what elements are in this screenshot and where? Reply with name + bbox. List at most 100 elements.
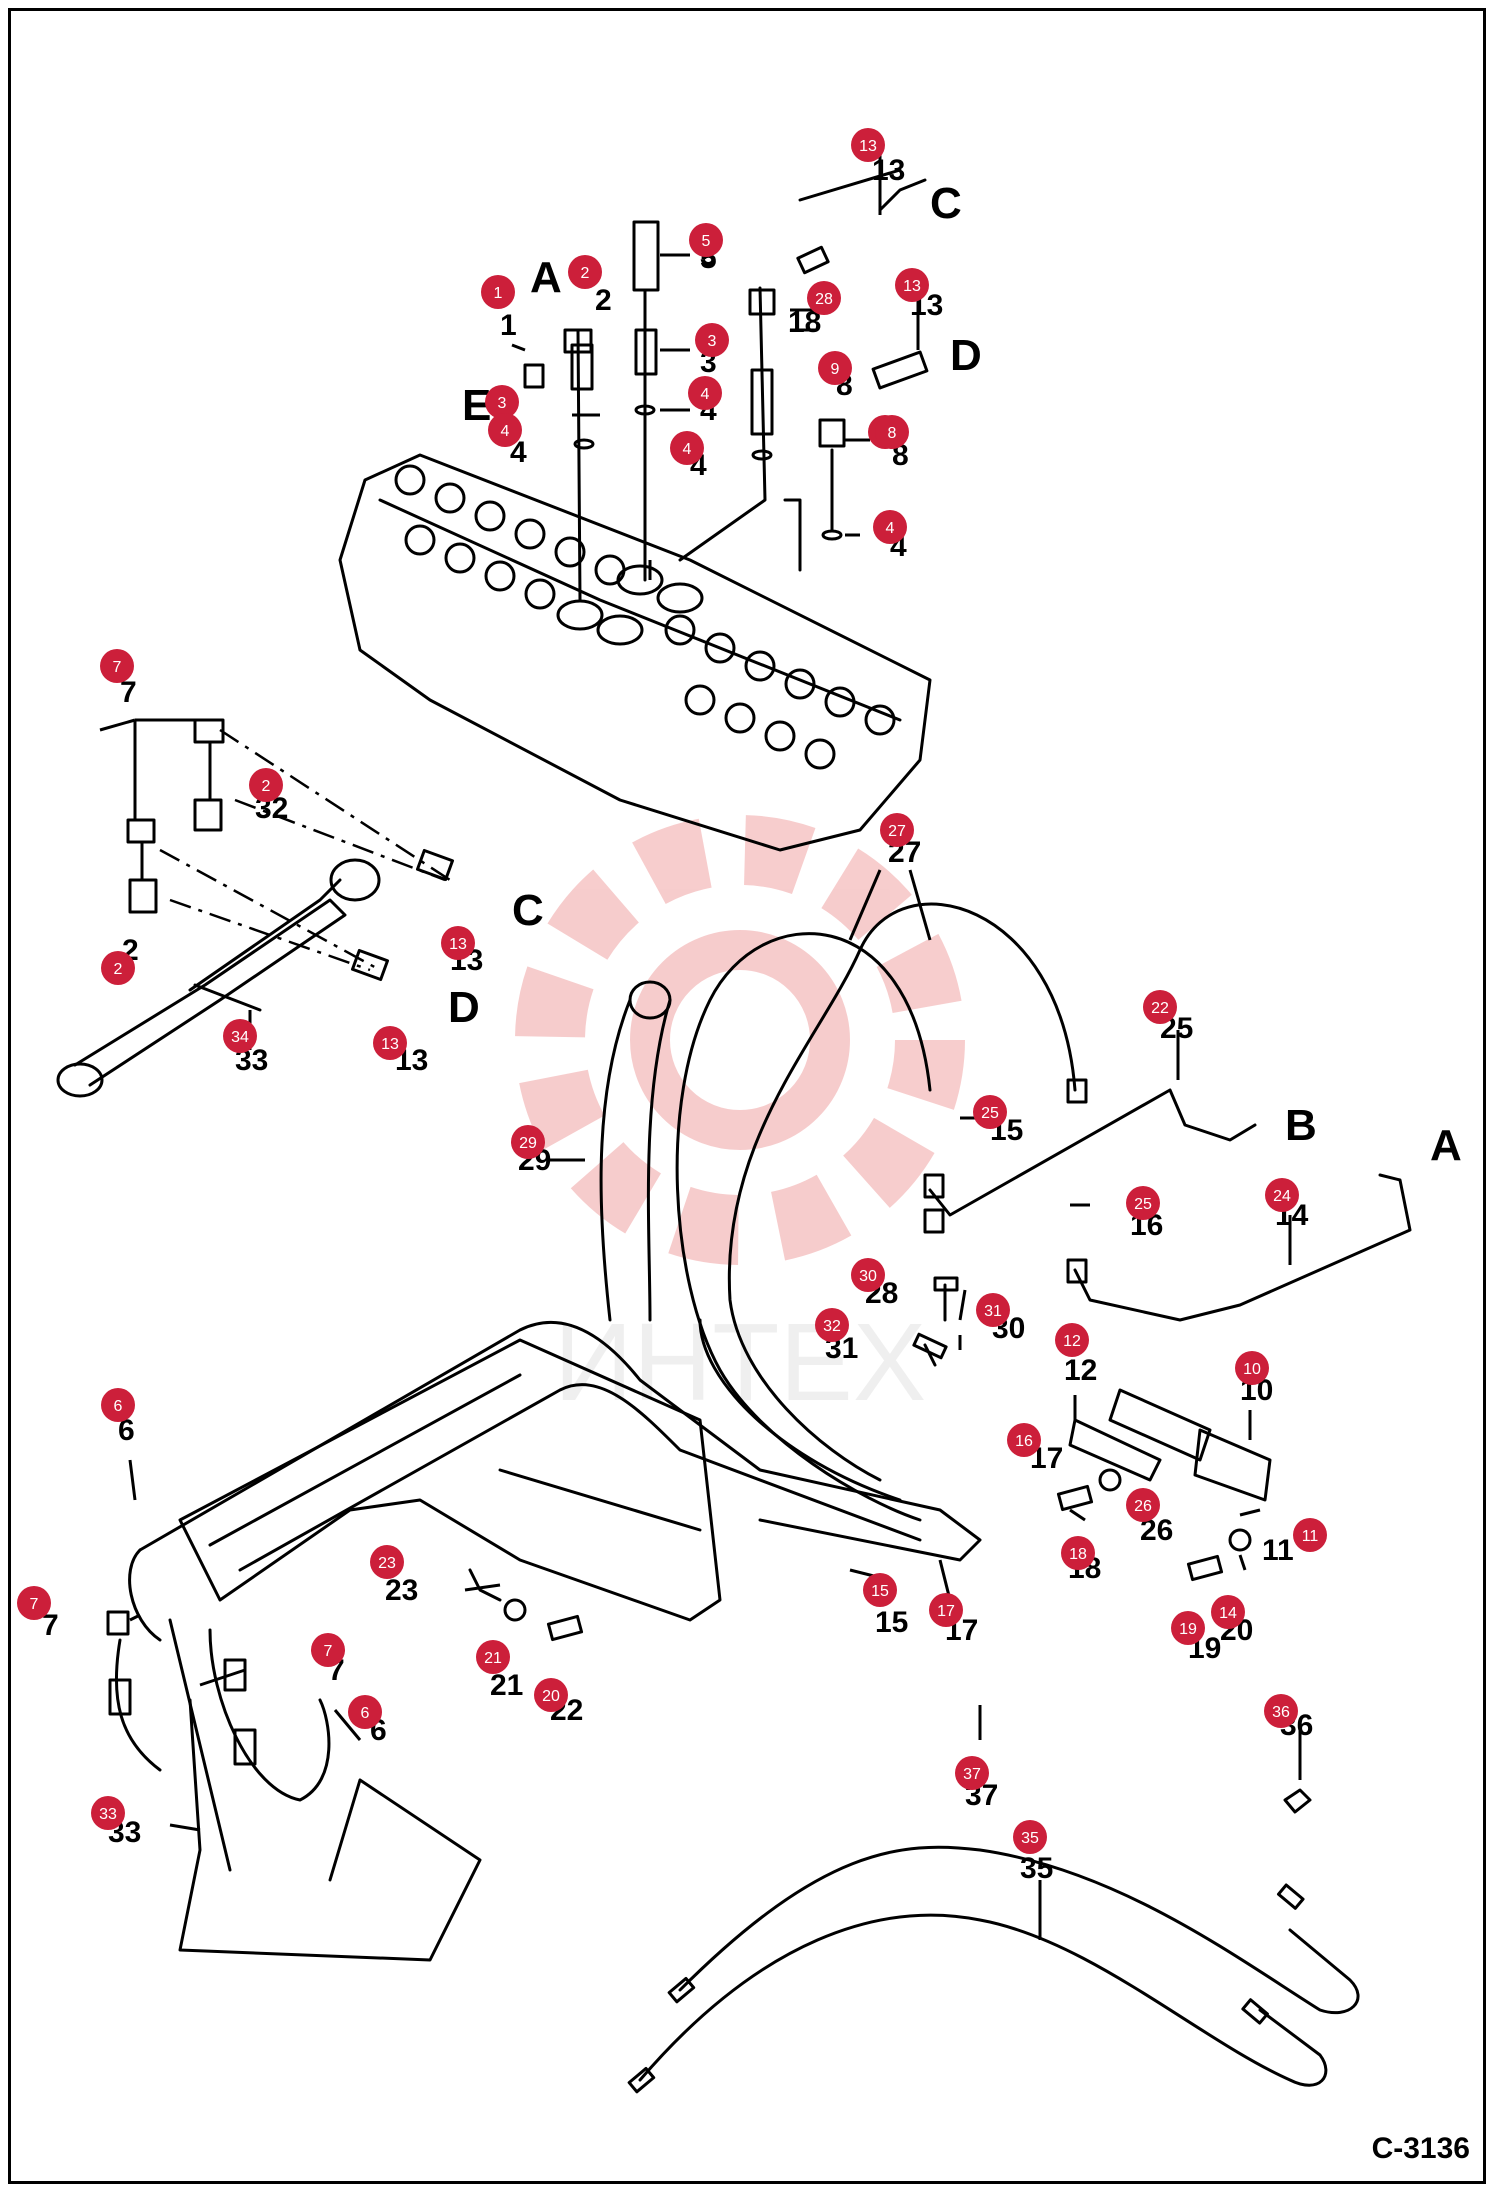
callout-c6b: 6: [348, 1695, 382, 1729]
part-label: 7: [120, 676, 137, 709]
callout-circle: [1211, 1595, 1245, 1629]
callout-markers: 1233444456677789101112131313131415161718…: [17, 128, 1327, 1854]
connection-labels: A E C D C D B A: [448, 179, 1462, 1170]
part-label: 15: [875, 1606, 908, 1639]
callout-c3: 3: [485, 385, 519, 419]
callout-circle: [568, 255, 602, 289]
callout-number: 16: [1015, 1433, 1033, 1450]
callout-circle: [851, 1258, 885, 1292]
callout-circle: [976, 1293, 1010, 1327]
callout-circle: [511, 1125, 545, 1159]
callout-c30: 30: [851, 1258, 885, 1292]
callout-number: 20: [542, 1688, 560, 1705]
callout-c20: 20: [534, 1678, 568, 1712]
callout-number: 2: [581, 265, 590, 282]
callout-c14: 14: [1211, 1595, 1245, 1629]
callout-circle: [311, 1633, 345, 1667]
callout-circle: [1061, 1536, 1095, 1570]
callout-c34: 34: [223, 1019, 257, 1053]
callout-circle: [481, 275, 515, 309]
callout-number: 29: [519, 1135, 537, 1152]
callout-number: 6: [114, 1398, 123, 1415]
conn-label-b: B: [1285, 1101, 1317, 1150]
callout-circle: [534, 1678, 568, 1712]
callout-c18: 18: [1061, 1536, 1095, 1570]
callout-circle: [476, 1640, 510, 1674]
callout-c13: 13: [851, 128, 885, 162]
callout-number: 26: [1134, 1498, 1152, 1515]
callout-number: 36: [1272, 1704, 1290, 1721]
callout-c4d: 4: [873, 510, 907, 544]
callout-c10: 10: [1235, 1351, 1269, 1385]
callout-number: 4: [886, 520, 895, 537]
callout-c28: 28: [807, 281, 841, 315]
callout-c29: 29: [511, 1125, 545, 1159]
callout-c24: 24: [1265, 1178, 1299, 1212]
callout-number: 27: [888, 823, 906, 840]
callout-number: 35: [1021, 1830, 1039, 1847]
leader-lines: [128, 148, 1302, 1940]
callout-circle: [818, 351, 852, 385]
callout-number: 37: [963, 1766, 981, 1783]
callout-circle: [348, 1695, 382, 1729]
callout-circle: [1143, 990, 1177, 1024]
conn-label-c-top: C: [930, 179, 962, 228]
boom-arm-drawing: [106, 1320, 982, 1962]
drawing-number: C-3136: [1371, 2132, 1470, 2165]
callout-number: 10: [1243, 1361, 1261, 1378]
callout-number: 13: [859, 138, 877, 155]
callout-circle: [1055, 1323, 1089, 1357]
callout-circle: [1293, 1518, 1327, 1552]
callout-c2c: 2: [101, 951, 135, 985]
callout-number: 8: [888, 425, 897, 442]
callout-circle: [1126, 1186, 1160, 1220]
callout-c3b: 3: [695, 323, 729, 357]
callout-number: 4: [701, 386, 710, 403]
callout-number: 7: [324, 1643, 333, 1660]
callout-c17: 17: [929, 1593, 963, 1627]
callout-number: 18: [1069, 1546, 1087, 1563]
callout-number: 9: [831, 361, 840, 378]
callout-circle: [815, 1308, 849, 1342]
part-label: 21: [490, 1669, 523, 1702]
callout-number: 24: [1273, 1188, 1291, 1205]
callout-c4: 4: [488, 413, 522, 447]
callout-circle: [807, 281, 841, 315]
callout-circle: [880, 813, 914, 847]
callout-number: 22: [1151, 1000, 1169, 1017]
left-cylinder-drawing: [56, 718, 455, 1098]
callout-circle: [17, 1586, 51, 1620]
callout-c25: 25: [973, 1095, 1007, 1129]
lines-22-24-drawing: [923, 1078, 1412, 1322]
callout-c36: 36: [1264, 1694, 1298, 1728]
callout-c31: 31: [976, 1293, 1010, 1327]
callout-number: 21: [484, 1650, 502, 1667]
clamp-bracket-drawing: [912, 1276, 1272, 1582]
callout-circle: [1013, 1820, 1047, 1854]
callout-number: 15: [871, 1583, 889, 1600]
callout-circle: [101, 951, 135, 985]
callout-circle: [1235, 1351, 1269, 1385]
callout-number: 32: [823, 1318, 841, 1335]
conn-label-d-top: D: [950, 331, 982, 380]
part-label: 23: [385, 1574, 418, 1607]
callout-circle: [875, 415, 909, 449]
callout-number: 7: [30, 1596, 39, 1613]
callout-circle: [929, 1593, 963, 1627]
callout-number: 3: [708, 333, 717, 350]
callout-c2b: 2: [249, 768, 283, 802]
callout-c8b: 8: [875, 415, 909, 449]
hose-29-drawing: [599, 980, 672, 1322]
callout-c26: 26: [1126, 1488, 1160, 1522]
callout-c15: 15: [863, 1573, 897, 1607]
callout-circle: [1126, 1488, 1160, 1522]
callout-circle: [373, 1026, 407, 1060]
callout-circle: [1264, 1694, 1298, 1728]
callout-c5: 5: [689, 223, 723, 257]
callout-number: 25: [1134, 1196, 1152, 1213]
callout-c32: 32: [815, 1308, 849, 1342]
callout-c13c: 13: [441, 926, 475, 960]
part-label: 12: [1064, 1354, 1097, 1387]
callout-number: 28: [815, 291, 833, 308]
